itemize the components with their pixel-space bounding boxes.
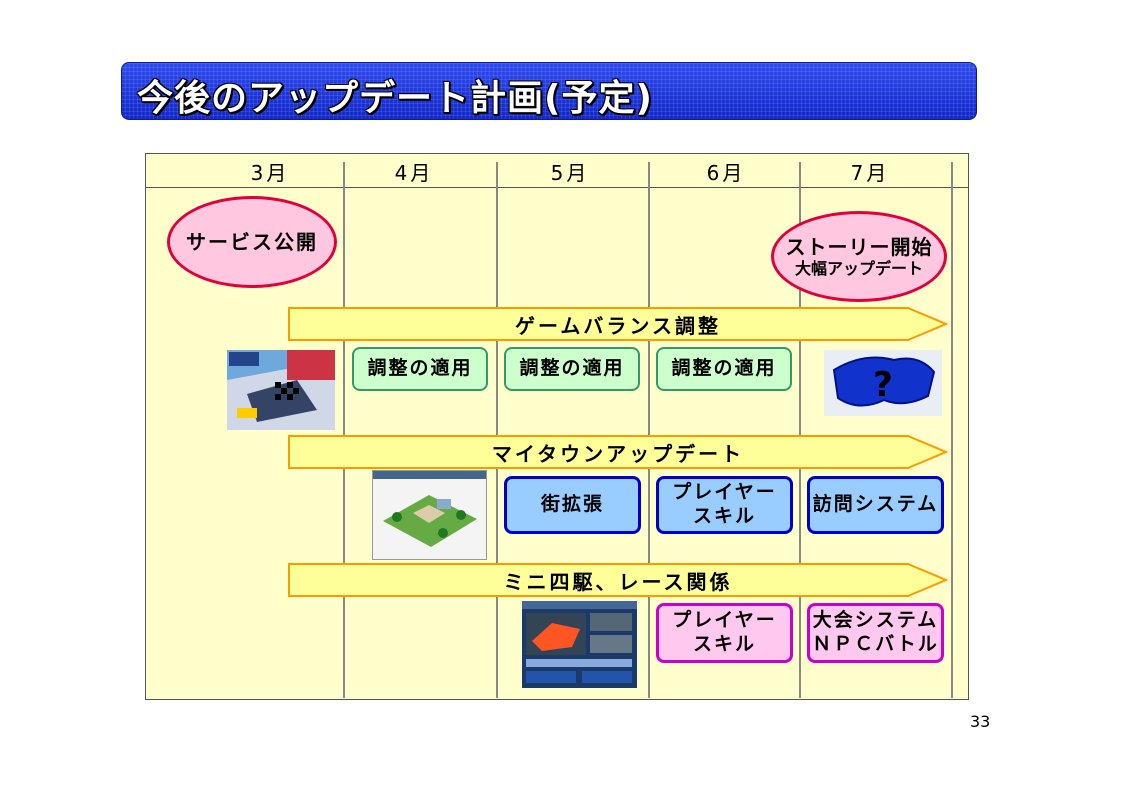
track-game-balance-arrow: ゲームバランス調整 bbox=[288, 307, 948, 341]
page-number: 33 bbox=[970, 712, 991, 731]
milestone-service-launch: サービス公開 bbox=[167, 196, 337, 288]
title-bar: 今後のアップデート計画(予定) bbox=[121, 62, 977, 120]
milestone-story-line2: 大幅アップデート bbox=[794, 258, 923, 278]
page-title: 今後のアップデート計画(予定) bbox=[137, 78, 653, 119]
divider-5-6 bbox=[648, 162, 650, 698]
balance-apply-may-label: 調整の適用 bbox=[519, 357, 625, 380]
svg-text:?: ? bbox=[873, 365, 893, 405]
track-game-balance-label: ゲームバランス調整 bbox=[515, 313, 721, 338]
race-menu-screenshot bbox=[522, 601, 637, 688]
mytown-expansion-label: 街拡張 bbox=[540, 493, 604, 516]
race-tournament-line1: 大会システム bbox=[812, 609, 939, 632]
mytown-visit-system-label: 訪問システム bbox=[812, 493, 939, 516]
race-tournament-line2: ＮＰＣバトル bbox=[812, 633, 939, 655]
divider-4-5 bbox=[496, 162, 498, 698]
month-header: 3月 4月 5月 6月 7月 bbox=[146, 154, 968, 188]
balance-apply-apr-label: 調整の適用 bbox=[367, 357, 473, 380]
divider-6-7 bbox=[799, 162, 801, 698]
milestone-launch-label: サービス公開 bbox=[186, 230, 318, 254]
mytown-visit-system: 訪問システム bbox=[807, 476, 944, 534]
race-screenshot bbox=[227, 350, 335, 430]
balance-apply-jun-label: 調整の適用 bbox=[671, 357, 777, 380]
divider-end bbox=[951, 162, 953, 698]
track-mytown-label: マイタウンアップデート bbox=[491, 441, 745, 466]
mytown-player-skill-line1: プレイヤー bbox=[672, 481, 777, 504]
milestone-story-start: ストーリー開始 大幅アップデート bbox=[771, 211, 947, 302]
race-player-skill-line2: スキル bbox=[692, 633, 756, 655]
track-race-arrow: ミニ四駆、レース関係 bbox=[288, 563, 948, 597]
mini4wd-chassis-question-icon: ? bbox=[824, 350, 942, 416]
track-mytown-arrow: マイタウンアップデート bbox=[288, 435, 948, 469]
balance-apply-may: 調整の適用 bbox=[504, 347, 640, 391]
roadmap-chart: 3月 4月 5月 6月 7月 サービス公開 ストーリー開始 大幅アップデート ゲ… bbox=[145, 153, 969, 700]
month-6: 6月 bbox=[706, 161, 746, 185]
track-race-label: ミニ四駆、レース関係 bbox=[503, 569, 733, 594]
race-player-skill-line1: プレイヤー bbox=[672, 609, 777, 632]
race-player-skill: プレイヤー スキル bbox=[656, 603, 793, 663]
mytown-expansion: 街拡張 bbox=[504, 476, 641, 534]
month-5: 5月 bbox=[550, 161, 590, 185]
divider-3-4 bbox=[343, 162, 345, 698]
balance-apply-jun: 調整の適用 bbox=[656, 347, 792, 391]
month-3: 3月 bbox=[250, 161, 290, 185]
milestone-story-line1: ストーリー開始 bbox=[785, 234, 933, 259]
mytown-screenshot bbox=[372, 470, 487, 560]
month-7: 7月 bbox=[850, 161, 890, 185]
month-4: 4月 bbox=[394, 161, 434, 185]
mytown-player-skill-line2: スキル bbox=[692, 505, 756, 527]
balance-apply-apr: 調整の適用 bbox=[352, 347, 488, 391]
race-tournament-npc: 大会システム ＮＰＣバトル bbox=[807, 603, 944, 663]
mytown-player-skill: プレイヤー スキル bbox=[656, 476, 793, 534]
